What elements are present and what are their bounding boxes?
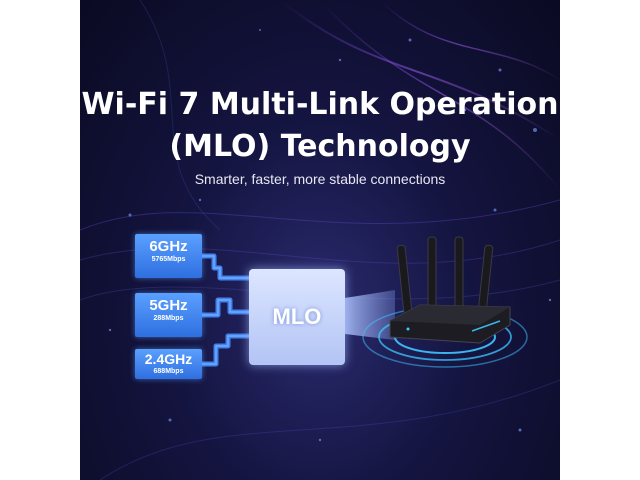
band-5ghz: 5GHz 288Mbps	[135, 293, 202, 337]
connection-lines	[202, 253, 395, 367]
wire-5ghz	[202, 297, 249, 318]
wifi-router-icon	[362, 236, 528, 368]
band-2-4ghz: 2.4GHz 688Mbps	[135, 349, 202, 379]
headline-line-2: (MLO) Technology	[169, 129, 471, 164]
wire-6ghz	[202, 253, 249, 281]
band-6ghz-freq: 6GHz	[149, 238, 188, 255]
band-6ghz-rate: 5765Mbps	[151, 256, 186, 263]
mlo-label: MLO	[272, 304, 322, 329]
band-2-4ghz-freq: 2.4GHz	[144, 351, 193, 367]
mlo-beam	[345, 290, 395, 340]
headline-line-1: Wi-Fi 7 Multi-Link Operation	[81, 87, 559, 122]
wire-24ghz	[202, 333, 249, 367]
band-5ghz-rate: 288Mbps	[153, 315, 184, 322]
mlo-box: MLO	[249, 269, 345, 365]
band-5ghz-freq: 5GHz	[149, 297, 188, 314]
product-banner: Wi-Fi 7 Multi-Link Operation (MLO) Techn…	[80, 0, 560, 480]
subtitle: Smarter, faster, more stable connections	[194, 171, 446, 187]
band-2-4ghz-rate: 688Mbps	[153, 368, 184, 375]
band-6ghz: 6GHz 5765Mbps	[135, 234, 202, 278]
